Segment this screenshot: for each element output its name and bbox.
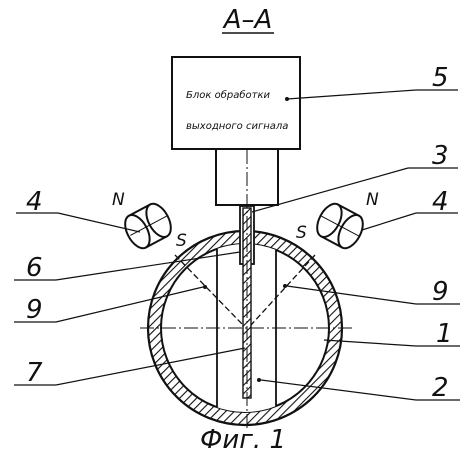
callout-dot-2 <box>257 378 261 382</box>
callout-7: 7 <box>26 358 43 388</box>
leader-lines <box>14 89 460 401</box>
magnet-right <box>316 202 364 250</box>
pole-label-n-left: N <box>112 190 125 210</box>
callout-4-left: 4 <box>26 187 43 217</box>
figure-caption: Фиг. 1 <box>200 425 286 455</box>
sensor-element <box>242 207 252 399</box>
pole-label-n-right: N <box>366 190 379 210</box>
callout-9-left: 9 <box>26 295 43 325</box>
section-label: A–A <box>222 5 273 35</box>
signal-processing-block <box>171 56 301 150</box>
callout-3: 3 <box>432 141 449 171</box>
callout-dot-9-right <box>283 284 287 288</box>
magnet-left <box>124 202 172 250</box>
callout-9-right: 9 <box>432 277 449 307</box>
callout-1: 1 <box>436 319 453 349</box>
block-text-line2: выходного сигнала <box>186 121 288 132</box>
field-line-left <box>174 254 244 326</box>
block-text-line1: Блок обработки <box>186 89 271 101</box>
pole-label-s-left: S <box>176 231 187 251</box>
pole-label-s-right: S <box>296 223 307 243</box>
callout-dot-9-left <box>203 285 207 289</box>
callout-6: 6 <box>26 253 43 283</box>
callout-5: 5 <box>432 63 449 93</box>
field-line-right <box>250 254 316 326</box>
callout-4-right: 4 <box>432 187 449 217</box>
callout-2: 2 <box>432 373 449 403</box>
